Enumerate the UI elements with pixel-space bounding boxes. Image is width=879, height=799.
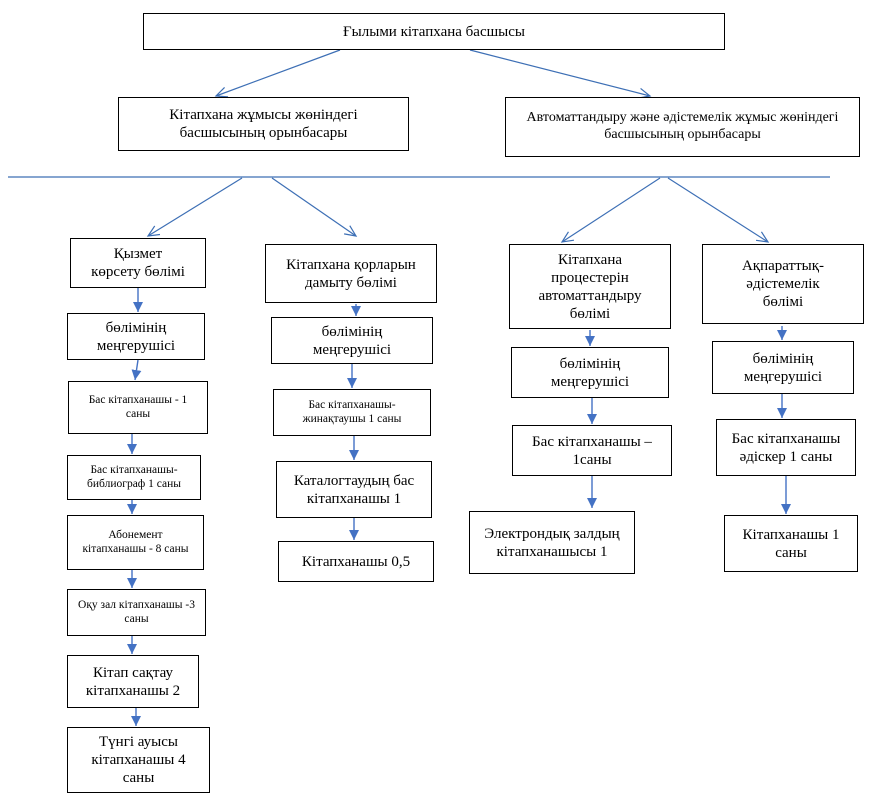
funds-librarian-box: Кітапханашы 0,5: [278, 541, 434, 582]
service-head-label: бөлімінің меңгерушісі: [96, 319, 176, 354]
deputy-automation-box: Автоматтандыру және әдістемелік жұмыс жө…: [505, 97, 860, 157]
deputy-library-box: Кітапхана жұмысы жөніндегі басшысының ор…: [118, 97, 409, 151]
info-methodist-label: Бас кітапханашы әдіскер 1 саны: [731, 430, 841, 465]
funds-head-box: бөлімінің меңгерушісі: [271, 317, 433, 364]
dept-info-label: Ақпараттық-әдістемелік бөлімі: [741, 258, 825, 310]
arrow-right-to-automation: [560, 177, 661, 243]
info-librarian-label: Кітапханашы 1 саны: [742, 526, 840, 561]
service-subscription-box: Абонемент кітапханашы - 8 саны: [67, 515, 204, 570]
service-bibliographer-box: Бас кітапханашы-библиограф 1 саны: [67, 455, 201, 500]
service-reading-room-label: Оқу зал кітапханашы -3 саны: [78, 598, 195, 625]
deputy-automation-label: Автоматтандыру және әдістемелік жұмыс жө…: [526, 110, 839, 142]
info-methodist-box: Бас кітапханашы әдіскер 1 саны: [716, 419, 856, 476]
funds-catalog-label: Каталогтаудың бас кітапханашы 1: [293, 472, 415, 507]
auto-electronic-label: Электрондық залдың кітапханашысы 1: [484, 525, 620, 560]
auto-chief-label: Бас кітапханашы – 1саны: [532, 433, 652, 468]
service-chief-box: Бас кітапханашы - 1 саны: [68, 381, 208, 434]
arrow-left-to-service: [146, 177, 243, 237]
dept-funds-box: Кітапхана қорларын дамыту бөлімі: [265, 244, 437, 303]
service-bibliographer-label: Бас кітапханашы-библиограф 1 саны: [87, 463, 181, 490]
deputy-library-label: Кітапхана жұмысы жөніндегі басшысының ор…: [169, 107, 358, 141]
funds-catalog-box: Каталогтаудың бас кітапханашы 1: [276, 461, 432, 518]
dept-service-label: Қызмет көрсету бөлімі: [91, 246, 185, 280]
service-chief-label: Бас кітапханашы - 1 саны: [88, 393, 188, 420]
auto-chief-box: Бас кітапханашы – 1саны: [512, 425, 672, 476]
funds-librarian-label: Кітапханашы 0,5: [301, 553, 411, 570]
arrow-service-2: [131, 359, 142, 381]
dept-funds-label: Кітапхана қорларын дамыту бөлімі: [286, 256, 416, 291]
arrow-right-to-info: [667, 177, 770, 243]
dept-service-box: Қызмет көрсету бөлімі: [70, 238, 206, 288]
info-head-box: бөлімінің меңгерушісі: [712, 341, 854, 394]
service-subscription-label: Абонемент кітапханашы - 8 саны: [82, 528, 189, 555]
arrow-root-to-deputy-library: [214, 49, 341, 98]
arrow-root-to-deputy-automation: [469, 49, 652, 99]
info-head-label: бөлімінің меңгерушісі: [743, 350, 823, 385]
root-box: Ғылыми кітапхана басшысы: [143, 13, 725, 50]
arrow-left-to-funds: [271, 177, 358, 237]
service-head-box: бөлімінің меңгерушісі: [67, 313, 205, 360]
auto-head-label: бөлімінің меңгерушісі: [550, 355, 630, 390]
auto-head-box: бөлімінің меңгерушісі: [511, 347, 669, 398]
service-reading-room-box: Оқу зал кітапханашы -3 саны: [67, 589, 206, 636]
dept-automation-label: Кітапхана процестерін автоматтандыру бөл…: [538, 251, 642, 322]
auto-electronic-box: Электрондық залдың кітапханашысы 1: [469, 511, 635, 574]
service-night-shift-label: Түнгі ауысы кітапханашы 4 саны: [91, 734, 186, 786]
root-label: Ғылыми кітапхана басшысы: [343, 23, 525, 40]
dept-info-box: Ақпараттық-әдістемелік бөлімі: [702, 244, 864, 324]
service-storage-label: Кітап сақтау кітапханашы 2: [85, 664, 181, 699]
info-librarian-box: Кітапханашы 1 саны: [724, 515, 858, 572]
service-night-shift-box: Түнгі ауысы кітапханашы 4 саны: [67, 727, 210, 793]
service-storage-box: Кітап сақтау кітапханашы 2: [67, 655, 199, 708]
funds-head-label: бөлімінің меңгерушісі: [312, 323, 392, 358]
funds-acquisition-box: Бас кітапханашы-жинақтаушы 1 саны: [273, 389, 431, 436]
funds-acquisition-label: Бас кітапханашы-жинақтаушы 1 саны: [302, 398, 402, 425]
dept-automation-box: Кітапхана процестерін автоматтандыру бөл…: [509, 244, 671, 329]
